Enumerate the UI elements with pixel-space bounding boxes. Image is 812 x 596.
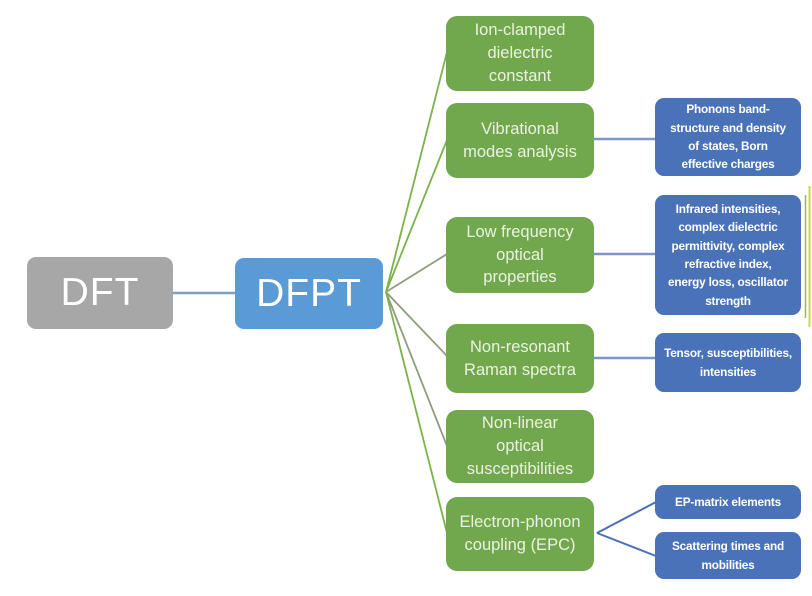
node-dft: DFT xyxy=(27,257,173,329)
branch-non-resonant-raman-spectra: Non-resonant Raman spectra xyxy=(446,324,594,393)
branch-non-linear-optical-susceptibilities: Non-linear optical susceptibilities xyxy=(446,410,594,483)
edge-dfpt-branch-1 xyxy=(385,139,448,293)
edge-dfpt-branch-0 xyxy=(385,51,448,293)
branch-electron-phonon-coupling: Electron-phonon coupling (EPC) xyxy=(446,497,594,571)
leaf-ep-matrix-elements: EP-matrix elements xyxy=(655,485,801,519)
branch-vibrational-modes-analysis: Vibrational modes analysis xyxy=(446,103,594,178)
edge-branch-5-leaf-0 xyxy=(596,501,657,534)
leaf-infrared-intensities: Infrared intensities, complex dielectric… xyxy=(655,195,801,315)
leaf-scattering-times-mobilities: Scattering times and mobilities xyxy=(655,532,801,579)
edge-branch-5-leaf-1 xyxy=(596,532,657,557)
node-dfpt: DFPT xyxy=(235,258,383,329)
leaf-phonons-band-structure: Phonons band- structure and density of s… xyxy=(655,98,801,176)
edge-dfpt-branch-3 xyxy=(385,291,448,357)
branch-low-frequency-optical-properties: Low frequency optical properties xyxy=(446,217,594,293)
leaf-tensor-susceptibilities: Tensor, susceptibilities, intensities xyxy=(655,333,801,392)
edge-dfpt-branch-2 xyxy=(385,253,448,293)
edge-dfpt-branch-5 xyxy=(385,291,448,534)
branch-ion-clamped-dielectric-constant: Ion-clamped dielectric constant xyxy=(446,16,594,91)
edge-dfpt-branch-4 xyxy=(385,291,448,447)
